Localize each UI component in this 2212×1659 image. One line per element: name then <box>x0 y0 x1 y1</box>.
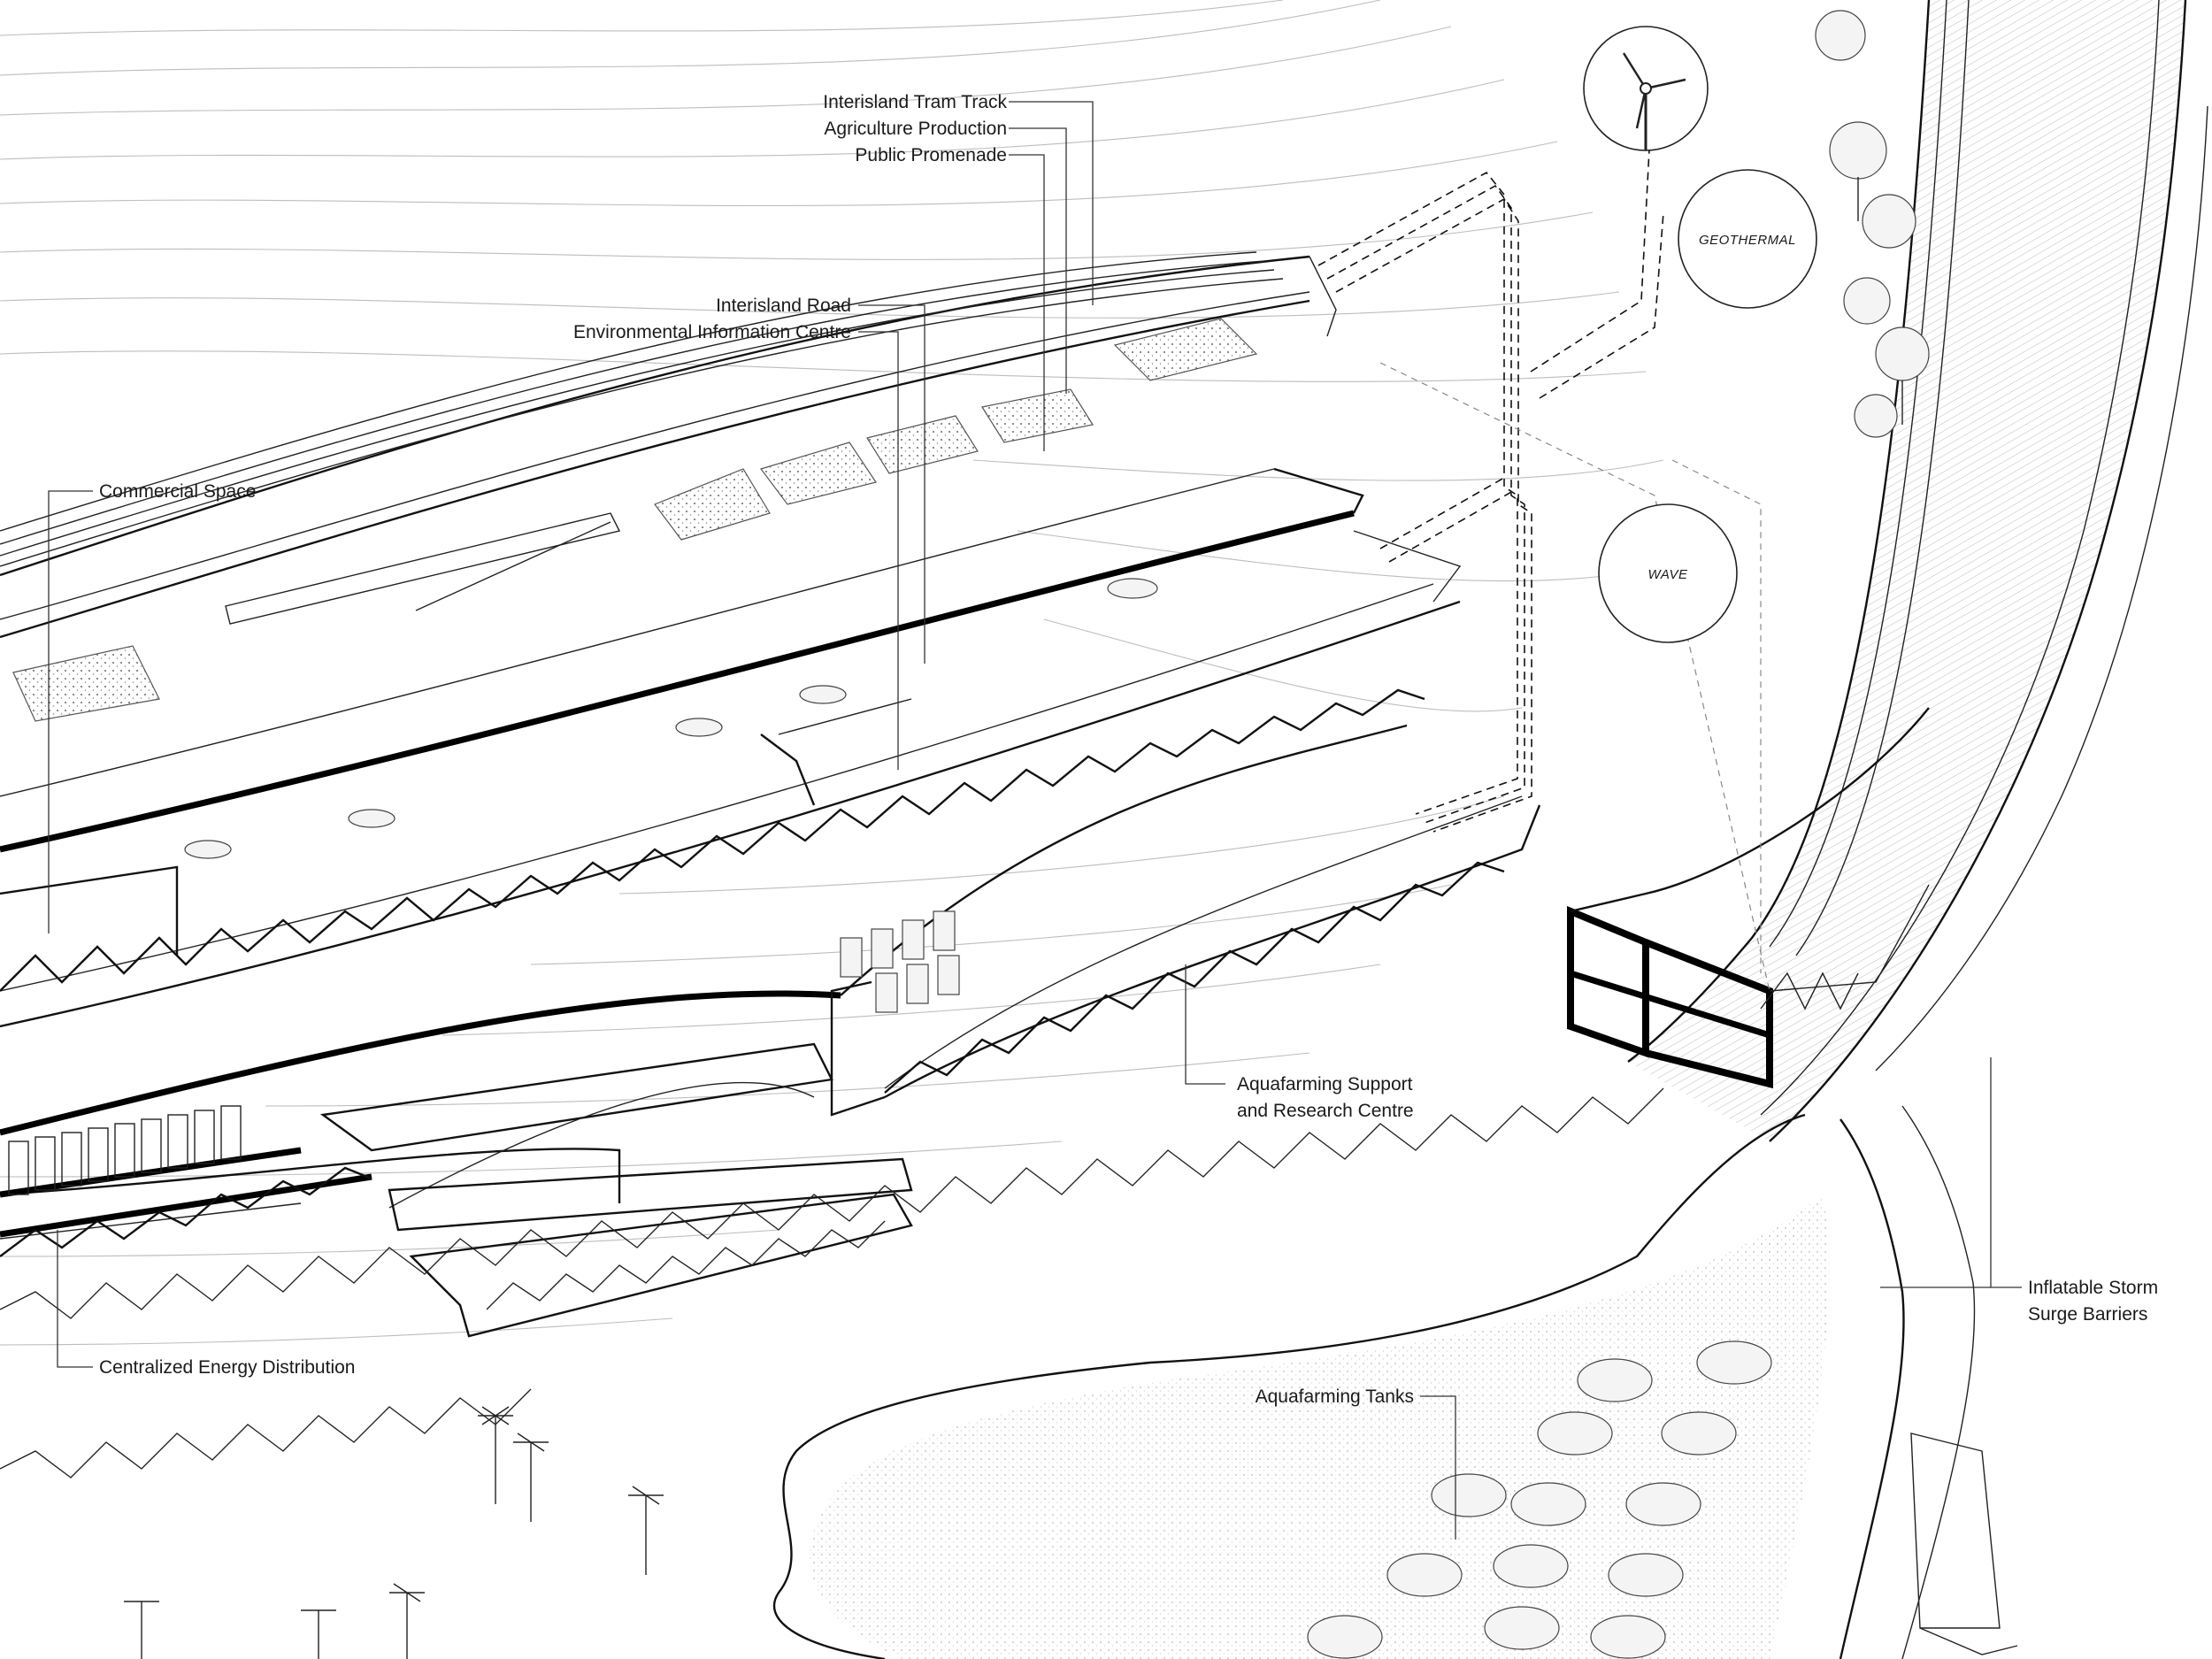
leader-lines <box>48 101 2022 1540</box>
contour-lines <box>0 0 1664 1346</box>
energy-distribution-label: Centralized Energy Distribution <box>99 1357 355 1378</box>
sailboat-icon <box>1910 1432 2018 1655</box>
storm-surge-barrier <box>1627 0 2208 1142</box>
wind-turbine-icon <box>1583 26 1709 151</box>
landscape-zigzag <box>0 1087 1664 1319</box>
energy-blocks <box>8 1105 242 1195</box>
tree-icons <box>1815 10 1930 438</box>
coastline <box>772 1105 1976 1659</box>
promenade-label: Public Promenade <box>855 145 1007 165</box>
storm-barrier-label: Inflatable Storm <box>2028 1278 2158 1298</box>
aquafarming-support-label: Aquafarming Support <box>1237 1074 1413 1094</box>
section-cut <box>1567 707 1930 1089</box>
tram-track-label: Interisland Tram Track <box>823 92 1007 112</box>
energy-connections <box>1317 132 1770 992</box>
upper-platform <box>0 251 1337 722</box>
commercial-label: Commercial Space <box>99 481 256 502</box>
surge-barrier-label: Surge Barriers <box>2028 1304 2147 1325</box>
labels: Interisland Tram Track Agriculture Produ… <box>99 92 2158 1407</box>
geothermal-source: GEOTHERMAL <box>1678 169 1817 309</box>
water-field <box>809 1194 1830 1659</box>
road-label: Interisland Road <box>716 296 851 316</box>
wave-source: WAVE <box>1598 503 1738 643</box>
info-centre-label: Environmental Information Centre <box>573 322 851 342</box>
palm-tree-icons <box>124 1406 664 1659</box>
support-tanks <box>840 910 960 1013</box>
geothermal-label: GEOTHERMAL <box>1699 233 1796 248</box>
agriculture-label: Agriculture Production <box>824 119 1007 139</box>
lower-level <box>0 724 1541 1338</box>
wave-label: WAVE <box>1647 567 1688 582</box>
landscape-zigzag-2 <box>0 1388 532 1479</box>
aquafarming-tanks-label: Aquafarming Tanks <box>1256 1386 1414 1407</box>
research-centre-label: and Research Centre <box>1237 1101 1414 1121</box>
road-level <box>0 467 1462 1028</box>
aquafarming-tanks <box>1307 1340 1772 1659</box>
